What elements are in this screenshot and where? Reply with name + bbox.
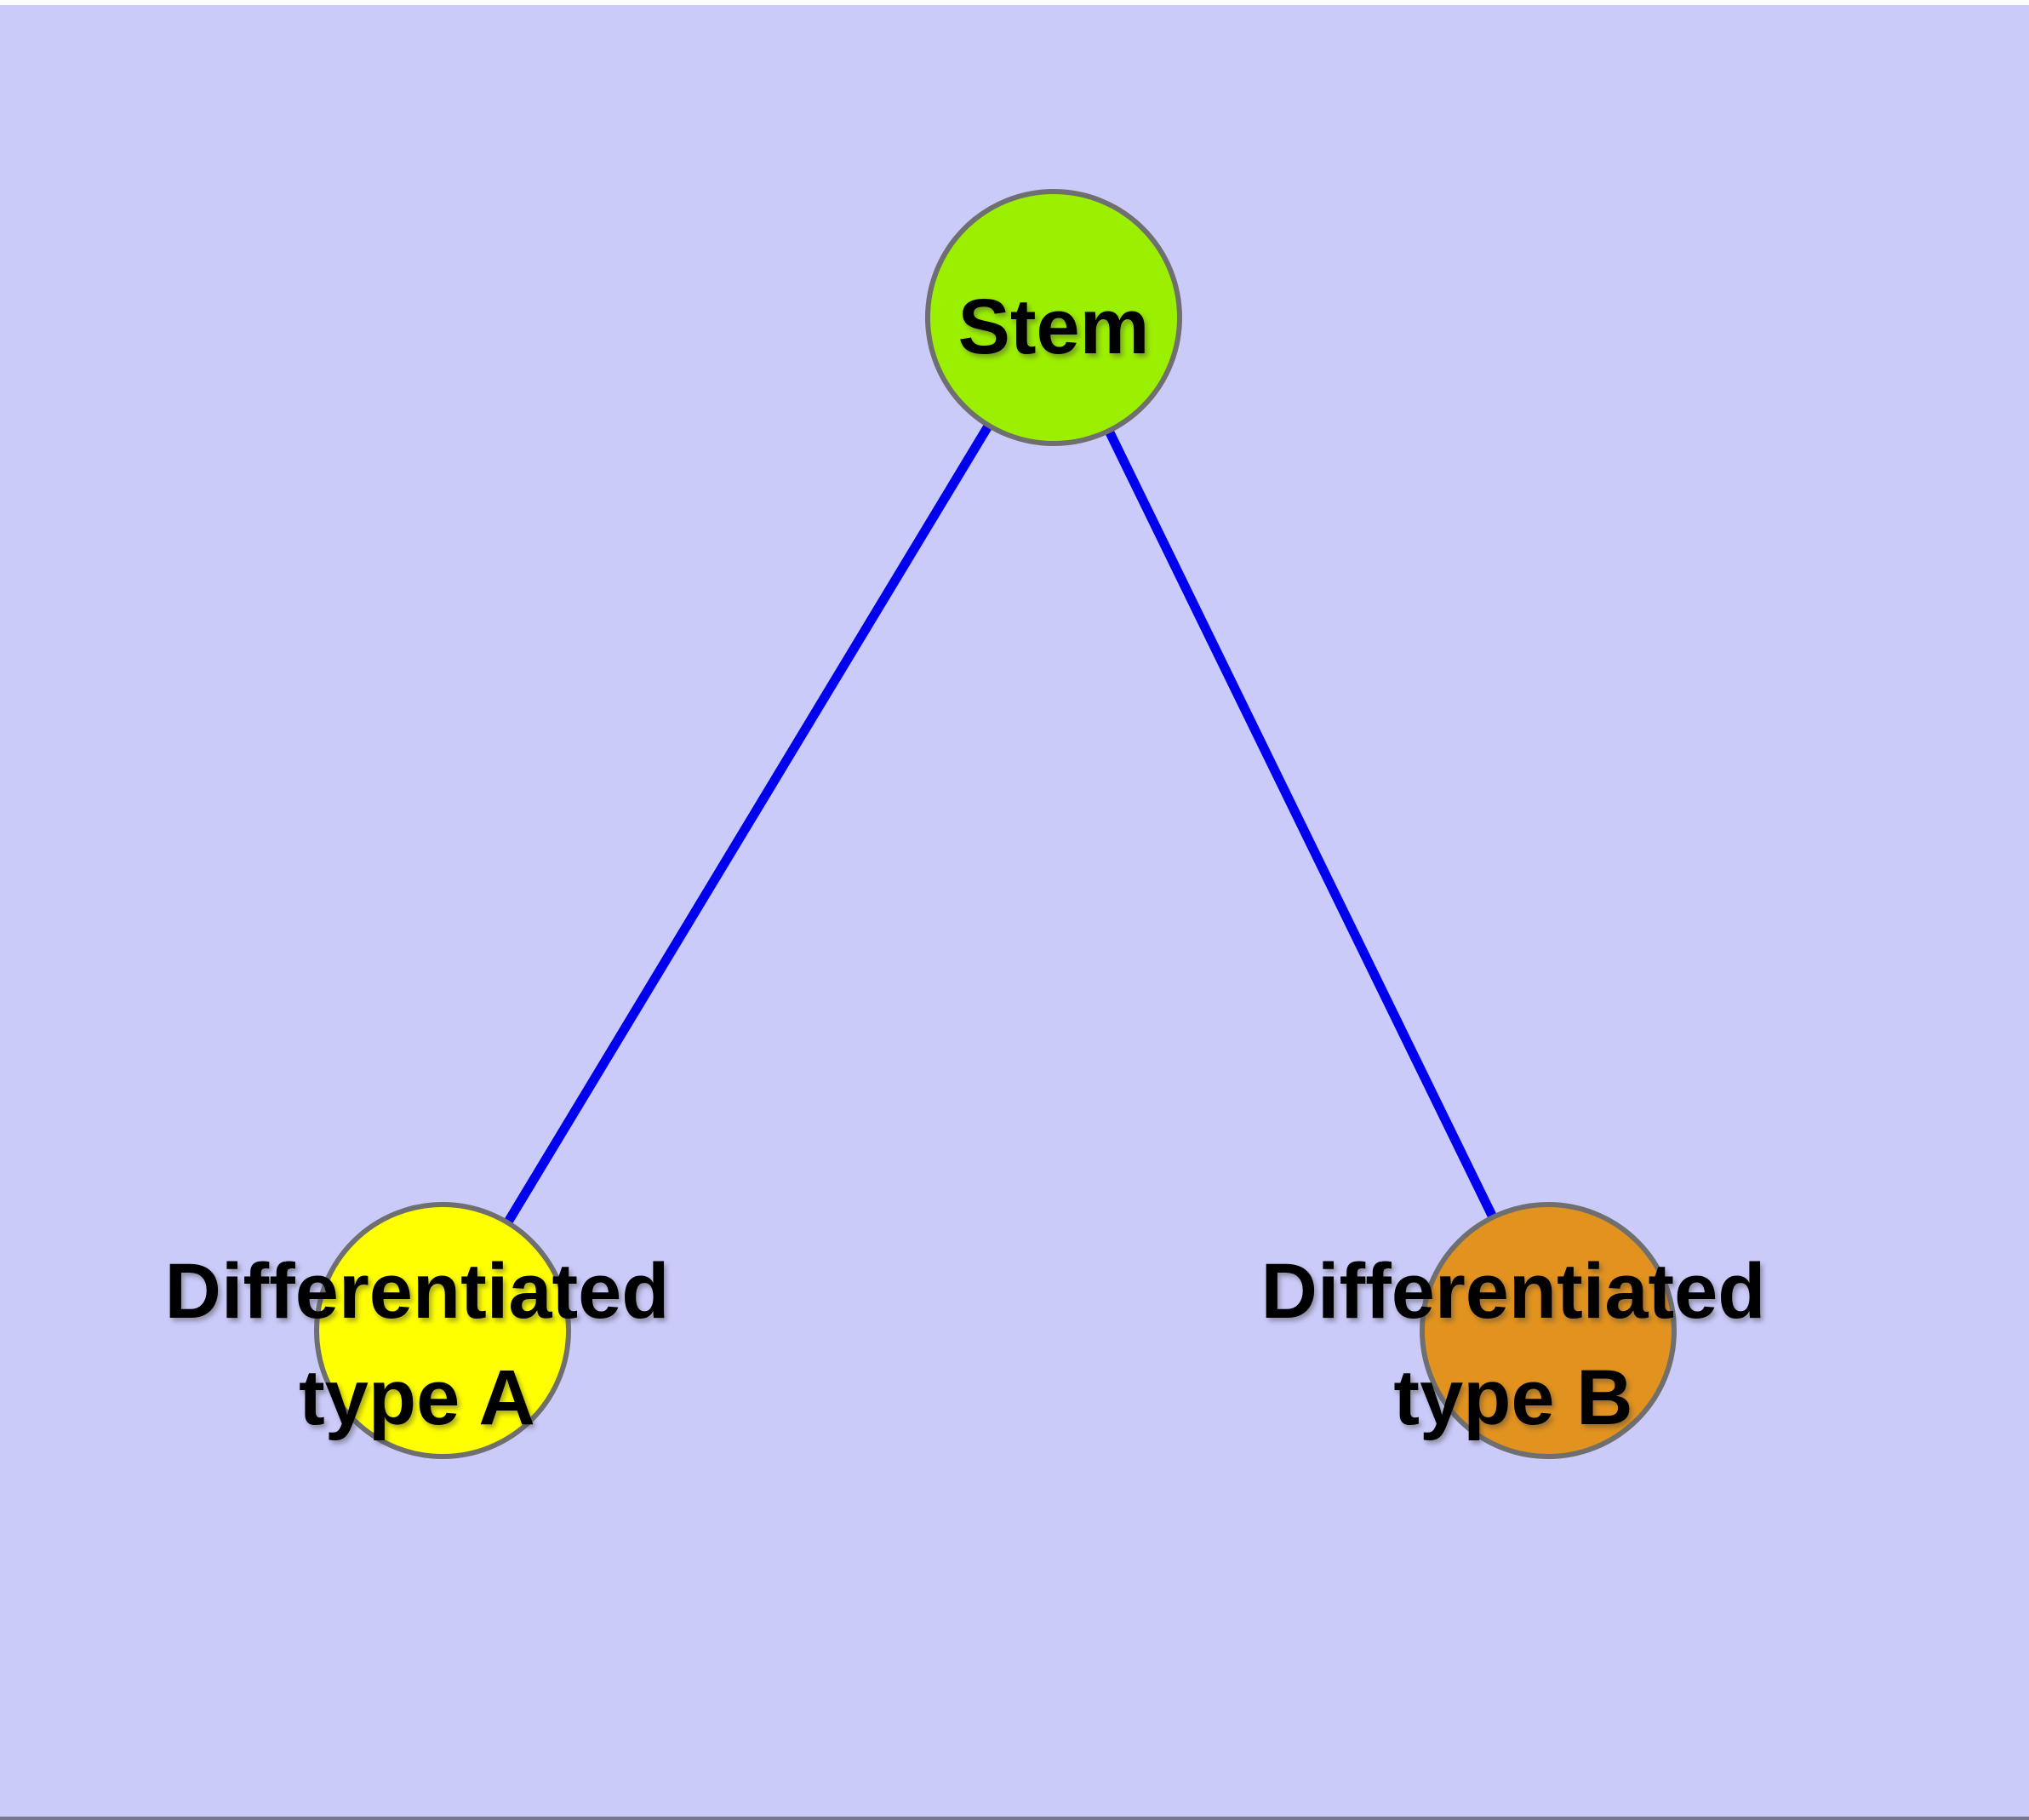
node-type-a-label-line1: Differentiated [165,1248,670,1335]
node-type-b-label-line2: type B [1393,1354,1632,1441]
node-stem-circle [925,189,1182,446]
edge-stem-to-type-a [437,312,1059,1336]
node-type-b-circle [1420,1202,1677,1459]
node-type-a-circle [314,1202,571,1459]
frame-top-strip [0,0,2029,5]
node-stem-label: Stem [958,283,1150,370]
edge-stem-to-type-b [1049,312,1553,1336]
frame-bottom-line [0,1817,2029,1820]
node-type-a-label-line2: type A [299,1354,535,1441]
node-type-b-label-line1: Differentiated [1261,1248,1766,1335]
